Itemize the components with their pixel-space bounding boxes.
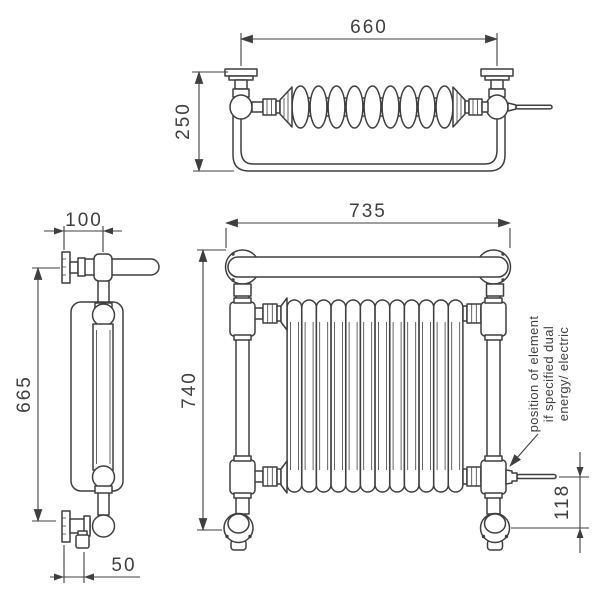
dim-side-height: 665 <box>14 266 60 523</box>
dim-top-depth: 250 <box>173 70 234 173</box>
radiator-element-plan <box>251 85 553 129</box>
valve-left-bottom <box>229 455 288 499</box>
radiator-side <box>70 301 124 494</box>
element-probe <box>516 473 557 480</box>
wall-flange-bottom-side <box>61 510 116 549</box>
dim-label-735: 735 <box>349 201 387 222</box>
side-view: 100 665 50 <box>14 210 160 583</box>
towel-bar-plan <box>232 115 506 172</box>
dim-label-740: 740 <box>179 371 200 409</box>
valve-right-top <box>462 297 507 341</box>
dim-element-offset: 118 <box>511 452 589 553</box>
element-annotation: position of element if specified dual en… <box>509 316 571 467</box>
cable-plan <box>507 102 517 112</box>
wall-mount-left-plan <box>224 68 258 120</box>
drain-valve-side <box>75 534 90 549</box>
annotation-line-2: if specified dual <box>541 326 556 422</box>
dim-label-665: 665 <box>14 375 35 413</box>
dim-label-118: 118 <box>552 484 573 520</box>
element-gland <box>505 469 518 485</box>
top-view: 660 250 <box>173 17 553 173</box>
wall-mount-right-plan <box>480 68 514 120</box>
annotation-line-1: position of element <box>526 316 541 433</box>
annotation-line-3: energy/ electric <box>556 327 571 422</box>
towel-rail <box>227 256 509 278</box>
dim-label-660: 660 <box>350 17 388 38</box>
dim-label-250: 250 <box>173 102 194 140</box>
tee-fitting-side <box>93 253 113 282</box>
radiator-columns <box>286 299 464 493</box>
dim-top-width: 660 <box>239 17 499 66</box>
valve-left-top <box>229 297 288 341</box>
bottom-bracket-right <box>479 512 511 551</box>
dim-side-offset: 50 <box>50 545 140 583</box>
dim-front-height: 740 <box>179 248 226 532</box>
front-view: 735 740 118 position of element if speci… <box>179 201 589 553</box>
annotation-leader-arrow <box>509 433 539 467</box>
dim-label-50: 50 <box>111 555 136 576</box>
collar-left <box>233 283 252 297</box>
valve-right-bottom <box>462 455 557 499</box>
bottom-bracket-left <box>223 512 254 551</box>
dim-side-projection: 100 <box>44 210 122 252</box>
dim-label-100: 100 <box>65 210 103 231</box>
wall-flange-top-side <box>61 251 86 284</box>
collar-right <box>485 283 505 297</box>
dim-front-width: 735 <box>224 201 512 248</box>
